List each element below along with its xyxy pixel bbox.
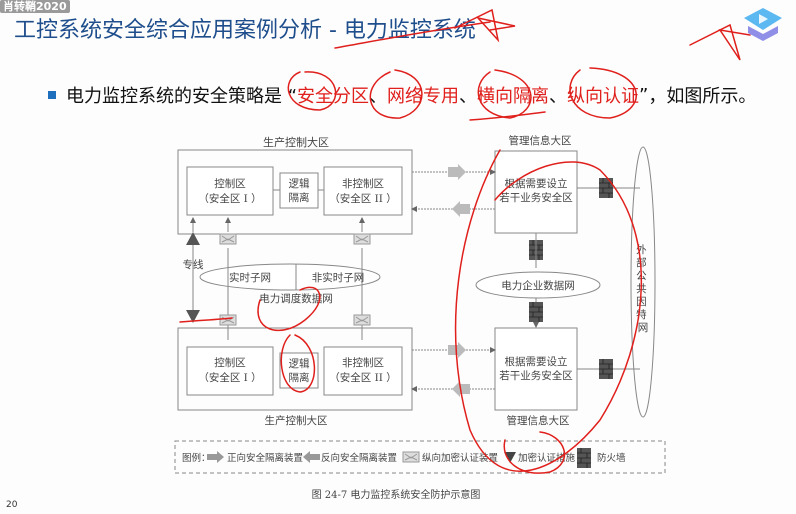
- dispatch-network-label: 电力调度数据网: [259, 292, 333, 305]
- separator: 、: [549, 86, 568, 107]
- close-quote: ”: [639, 84, 649, 106]
- vertical-encryption-device-icon: [219, 233, 237, 245]
- play-graduation-cap-icon[interactable]: [742, 6, 784, 42]
- figure-caption: 图 24-7 电力监控系统安全防护示意图: [312, 488, 481, 501]
- bullet-prefix: 电力监控系统的安全策略是 “: [66, 86, 298, 107]
- firewall-icon: [576, 447, 592, 469]
- bottom-business-line1: 根据需要设立: [505, 355, 568, 368]
- legend-item-label: 防火墙: [597, 452, 626, 464]
- bottom-zone-title: 生产控制大区: [265, 414, 328, 427]
- legend-item-label: 纵向加密认证装置: [422, 452, 498, 464]
- top-mgmt-title: 管理信息大区: [509, 134, 572, 147]
- top-business-line1: 根据需要设立: [505, 177, 568, 190]
- vertical-encryption-device-icon: [402, 451, 420, 463]
- internet-label: 外 部 公 共 因 特 网: [636, 244, 650, 334]
- encryption-triangle-icon: [186, 310, 200, 323]
- page-number: 20: [6, 500, 18, 510]
- firewall-icon: [598, 177, 614, 199]
- top-control-area: [186, 166, 274, 216]
- top-control-area-line2: （安全区 I ）: [198, 192, 261, 205]
- bottom-logic-line1: 逻辑: [289, 357, 310, 370]
- legend-box: [174, 440, 666, 474]
- top-logic-line2: 隔离: [289, 191, 310, 204]
- top-noncontrol-area: [323, 166, 403, 216]
- top-logic-isolation: [279, 172, 319, 209]
- internet-char: 公: [636, 270, 647, 282]
- nonrealtime-subnet-label: 非实时子网: [312, 271, 365, 284]
- top-business-line2: 若干业务安全区: [499, 191, 573, 204]
- bullet-marker: [48, 91, 56, 99]
- reverse-isolation-arrow-icon: [452, 381, 470, 397]
- bottom-noncontrol-line2: （安全区 II ）: [329, 371, 396, 384]
- bottom-business-line2: 若干业务安全区: [499, 369, 573, 382]
- internet-char: 因: [636, 296, 647, 308]
- top-control-area-line1: 控制区: [214, 177, 246, 190]
- internet-char: 特: [636, 309, 647, 321]
- legend-label: 图例：: [182, 452, 211, 464]
- bottom-business-zone: [494, 327, 578, 411]
- separator: 、: [459, 86, 478, 107]
- internet-char: 网: [638, 322, 649, 334]
- bottom-noncontrol-area: [323, 346, 403, 396]
- bottom-control-line1: 控制区: [214, 356, 246, 369]
- top-production-zone: [177, 149, 413, 235]
- top-noncontrol-line1: 非控制区: [342, 177, 384, 190]
- dedicated-line-label: 专线: [183, 258, 204, 271]
- top-zone-title: 生产控制大区: [263, 135, 329, 149]
- bullet-suffix: ，如图所示。: [648, 86, 757, 107]
- bottom-control-line2: （安全区 I ）: [198, 371, 261, 384]
- bottom-noncontrol-line1: 非控制区: [342, 356, 384, 369]
- internet-ellipse: [630, 146, 656, 418]
- bottom-logic-line2: 隔离: [289, 371, 310, 384]
- internet-char: 外: [636, 244, 647, 256]
- vertical-encryption-device-icon: [353, 314, 371, 326]
- watermark: 肖转鞘2020: [0, 0, 70, 13]
- top-noncontrol-line2: （安全区 II ）: [329, 192, 396, 205]
- bottom-control-area: [186, 346, 274, 396]
- firewall-icon: [528, 301, 544, 323]
- internet-char: 部: [636, 256, 647, 269]
- vertical-encryption-device-icon: [219, 314, 237, 326]
- legend-item-label: 反向安全隔离装置: [321, 452, 397, 464]
- encryption-triangle-icon: [186, 232, 200, 245]
- bottom-mgmt-title: 管理信息大区: [507, 414, 570, 427]
- reverse-isolation-arrow-icon: [452, 201, 470, 217]
- top-logic-line1: 逻辑: [289, 177, 310, 190]
- forward-isolation-arrow-icon: [448, 342, 466, 358]
- internet-char: 共: [636, 283, 647, 295]
- legend-item-label: 正向安全隔离装置: [227, 452, 303, 464]
- encryption-triangle-icon: [504, 452, 516, 463]
- legend-item-label: 加密认证措施: [518, 452, 576, 464]
- firewall-icon: [598, 358, 614, 380]
- realtime-subnet-label: 实时子网: [229, 271, 271, 284]
- vertical-encryption-device-icon: [353, 233, 371, 245]
- forward-isolation-arrow-icon: [448, 164, 466, 180]
- enterprise-network-label: 电力企业数据网: [501, 279, 575, 292]
- forward-isolation-arrow-icon: [207, 451, 224, 463]
- reverse-isolation-arrow-icon: [303, 451, 320, 463]
